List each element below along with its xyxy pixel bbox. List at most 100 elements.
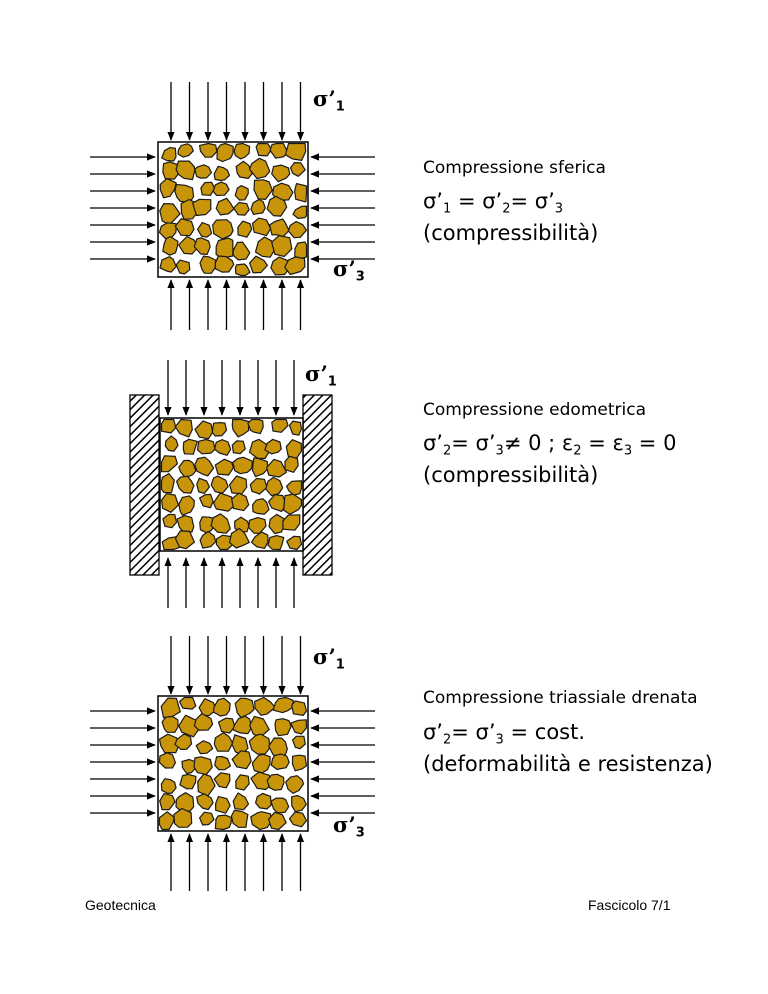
- grain: [178, 495, 195, 516]
- grain: [251, 753, 271, 774]
- grain: [294, 182, 308, 203]
- grain: [248, 438, 271, 460]
- stress-formula: σ’1 = σ’2= σ’3: [423, 189, 564, 217]
- grain: [229, 475, 248, 495]
- soil-grains: [158, 142, 308, 277]
- grain: [234, 697, 255, 719]
- grain: [199, 255, 217, 274]
- grain: [178, 235, 199, 255]
- grain: [232, 792, 250, 811]
- grain: [270, 753, 290, 770]
- grain: [291, 700, 308, 717]
- grain: [213, 772, 231, 789]
- grain: [198, 698, 218, 717]
- grain: [235, 160, 253, 180]
- spherical-compression-diagram: [90, 82, 375, 330]
- grain: [199, 493, 214, 509]
- grain: [290, 719, 308, 735]
- grain: [265, 476, 284, 497]
- grain: [164, 435, 179, 452]
- grain: [182, 438, 198, 455]
- grain: [176, 475, 195, 494]
- grain: [174, 418, 193, 438]
- grain: [268, 513, 286, 535]
- grain: [214, 755, 232, 771]
- grain: [199, 811, 215, 826]
- sigma3-label: σ’3: [333, 812, 365, 841]
- grain: [255, 142, 273, 157]
- grain: [160, 472, 175, 494]
- grain: [283, 493, 303, 515]
- rigid-wall-right: [302, 394, 333, 576]
- grain: [272, 182, 294, 201]
- soil-grains: [158, 696, 308, 831]
- grain: [211, 421, 228, 437]
- grain: [215, 237, 234, 259]
- grain: [176, 515, 195, 534]
- grain: [255, 792, 272, 810]
- panel-title: Compressione sferica: [423, 158, 606, 178]
- grain: [159, 177, 177, 199]
- grain: [179, 773, 197, 790]
- grain: [214, 255, 235, 273]
- grain: [162, 161, 180, 180]
- grain: [264, 438, 282, 455]
- grain: [159, 256, 177, 273]
- grain: [230, 809, 249, 828]
- grain: [194, 420, 214, 440]
- grain: [271, 418, 289, 433]
- grain: [231, 440, 246, 455]
- grain: [175, 160, 196, 181]
- grain: [158, 811, 175, 831]
- grain: [252, 498, 270, 515]
- grain: [250, 531, 269, 549]
- grain: [178, 696, 197, 710]
- grain: [266, 195, 288, 217]
- grain: [178, 459, 197, 479]
- grain: [272, 696, 294, 714]
- grain: [199, 530, 217, 549]
- grain: [268, 811, 287, 831]
- grain: [286, 480, 303, 496]
- grain: [215, 534, 234, 551]
- grain: [249, 477, 268, 495]
- grain: [231, 492, 250, 512]
- grain: [212, 181, 230, 197]
- grain: [194, 164, 213, 179]
- sigma1-label: σ’1: [305, 361, 337, 390]
- grain: [197, 221, 213, 238]
- grain: [253, 179, 273, 200]
- panel-title: Compressione edometrica: [423, 400, 646, 420]
- grain: [213, 732, 234, 752]
- grain: [158, 752, 176, 769]
- grain: [196, 438, 216, 455]
- property-note: (compressibilità): [423, 221, 599, 245]
- grain: [160, 418, 177, 434]
- grain: [215, 197, 235, 216]
- grain: [250, 811, 273, 831]
- grain: [270, 797, 290, 814]
- grain: [213, 165, 231, 182]
- grain: [270, 256, 290, 276]
- grain: [294, 241, 308, 260]
- grain: [232, 715, 253, 735]
- grain: [214, 458, 234, 476]
- grain: [284, 455, 299, 473]
- grain: [267, 535, 285, 551]
- grain: [158, 733, 180, 754]
- grain: [173, 807, 193, 828]
- grain: [200, 181, 216, 196]
- grain: [282, 514, 301, 531]
- triaxial-compression-diagram: [90, 636, 375, 891]
- grain: [215, 796, 231, 814]
- grain: [192, 198, 212, 217]
- grain: [217, 717, 236, 734]
- grain: [199, 516, 216, 534]
- grain: [292, 205, 308, 219]
- grain: [271, 164, 291, 183]
- grain: [196, 477, 210, 494]
- grain: [228, 527, 250, 549]
- footer-right: Fascicolo 7/1: [588, 897, 671, 913]
- grain: [233, 142, 251, 160]
